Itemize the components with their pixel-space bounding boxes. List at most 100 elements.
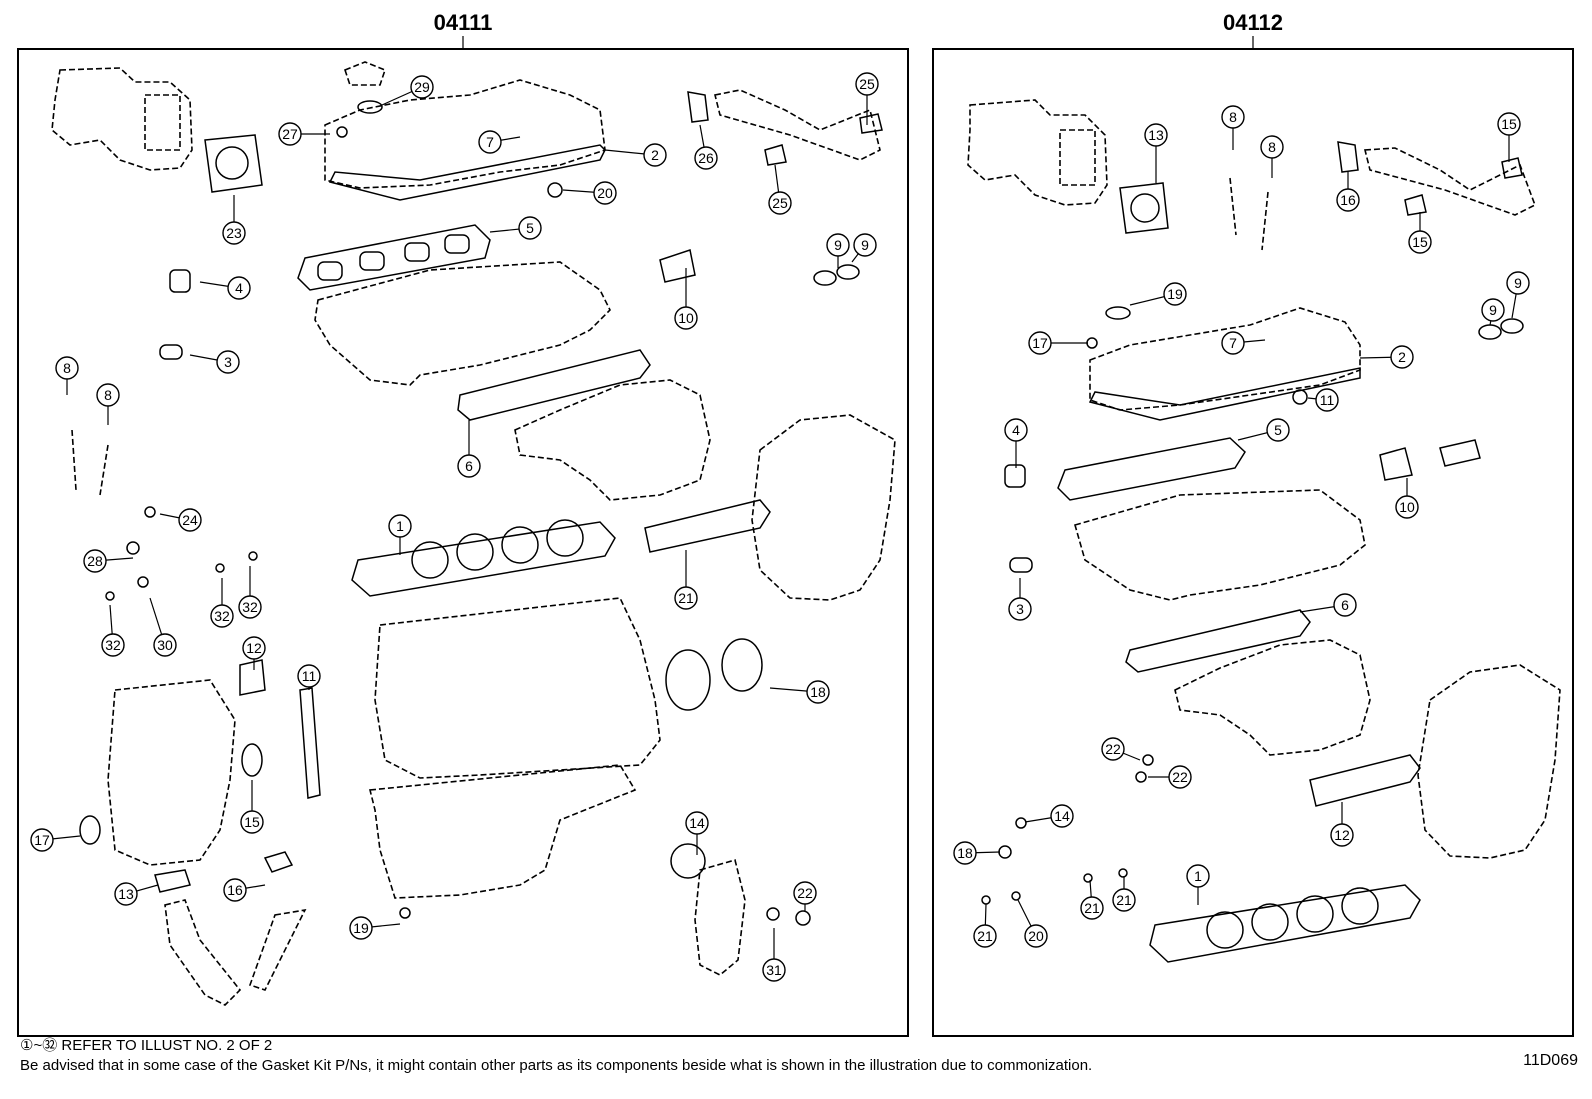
- callout-circle: [1050, 804, 1074, 828]
- callout-number: 3: [224, 354, 232, 370]
- callout-number: 25: [859, 76, 875, 92]
- callout-32: 32: [101, 604, 125, 657]
- callout-number: 9: [1489, 302, 1497, 318]
- callout-number: 7: [1229, 335, 1237, 351]
- callout-number: 21: [1084, 900, 1100, 916]
- callout-21: 21: [1080, 879, 1104, 920]
- callout-circle: [1315, 388, 1339, 412]
- callout-number: 2: [651, 147, 659, 163]
- callout-number: 14: [1054, 808, 1070, 824]
- callout-circle: [1144, 123, 1168, 147]
- callout-22: 22: [1101, 737, 1141, 761]
- callout-number: 15: [1501, 116, 1517, 132]
- callout-circle: [973, 924, 997, 948]
- callout-5: 5: [1237, 418, 1290, 442]
- callout-circle: [1395, 495, 1419, 519]
- callout-number: 15: [244, 814, 260, 830]
- callout-3: 3: [1008, 578, 1032, 621]
- callout-circle: [1408, 230, 1432, 254]
- callout-circle: [674, 586, 698, 610]
- callout-21: 21: [973, 903, 997, 948]
- footer-notice: Be advised that in some case of the Gask…: [20, 1057, 1093, 1074]
- callout-number: 16: [1340, 192, 1356, 208]
- callout-number: 9: [1514, 275, 1522, 291]
- callout-number: 13: [1148, 127, 1164, 143]
- panel-frame-right: [932, 48, 1574, 1037]
- callout-8: 8: [96, 383, 120, 425]
- callout-15: 15: [240, 780, 264, 834]
- callout-circle: [1266, 418, 1290, 442]
- callout-circle: [30, 828, 54, 852]
- callout-28: 28: [83, 549, 134, 573]
- callout-circle: [685, 811, 709, 835]
- callout-circle: [1390, 345, 1414, 369]
- callout-circle: [1186, 864, 1210, 888]
- callout-32: 32: [238, 566, 262, 619]
- callout-16: 16: [223, 878, 266, 902]
- callout-circle: [643, 143, 667, 167]
- callout-number: 21: [977, 928, 993, 944]
- callout-number: 15: [1412, 234, 1428, 250]
- callout-number: 6: [465, 458, 473, 474]
- callout-7: 7: [478, 130, 521, 154]
- callout-number: 10: [678, 310, 694, 326]
- callout-number: 21: [1116, 892, 1132, 908]
- callout-number: 11: [302, 668, 317, 684]
- callout-19: 19: [1129, 282, 1187, 306]
- callout-number: 11: [1320, 392, 1335, 408]
- callout-number: 9: [861, 237, 869, 253]
- callout-number: 14: [689, 815, 705, 831]
- callout-17: 17: [30, 828, 81, 852]
- callout-circle: [1080, 896, 1104, 920]
- callout-circle: [1481, 298, 1505, 322]
- callout-8: 8: [1221, 105, 1245, 150]
- callout-9: 9: [826, 233, 850, 268]
- callout-circle: [1028, 331, 1052, 355]
- callout-30: 30: [149, 597, 177, 657]
- callout-6: 6: [457, 420, 481, 478]
- callout-circle: [55, 356, 79, 380]
- part-drawings-right: [967, 99, 1561, 963]
- callout-number: 1: [1194, 868, 1202, 884]
- callout-number: 26: [698, 150, 714, 166]
- callout-number: 5: [1274, 422, 1282, 438]
- callout-circle: [410, 75, 434, 99]
- callout-circle: [762, 958, 786, 982]
- callout-number: 22: [1172, 769, 1188, 785]
- callout-circle: [855, 72, 879, 96]
- callout-15: 15: [1497, 112, 1521, 162]
- callout-17: 17: [1028, 331, 1088, 355]
- callout-number: 20: [597, 185, 613, 201]
- callout-1: 1: [1186, 864, 1210, 905]
- footer-refer-note: ①~㉜ REFER TO ILLUST NO. 2 OF 2: [20, 1037, 273, 1054]
- callout-4: 4: [1004, 418, 1028, 468]
- callout-circle: [278, 122, 302, 146]
- callout-number: 16: [227, 882, 243, 898]
- callout-circle: [101, 633, 125, 657]
- callout-number: 4: [235, 280, 243, 296]
- callout-number: 12: [246, 640, 262, 656]
- callout-circle: [674, 306, 698, 330]
- callout-18: 18: [953, 841, 1001, 865]
- callout-6: 6: [1299, 593, 1357, 617]
- callout-circle: [1004, 418, 1028, 442]
- callout-number: 25: [772, 195, 788, 211]
- callout-circle: [153, 633, 177, 657]
- callout-circle: [210, 604, 234, 628]
- callout-circle: [240, 810, 264, 834]
- callout-circle: [1336, 188, 1360, 212]
- callout-circle: [478, 130, 502, 154]
- callout-11: 11: [1307, 388, 1339, 412]
- callout-14: 14: [685, 811, 709, 855]
- callout-9: 9: [1506, 271, 1530, 319]
- callout-number: 29: [414, 79, 430, 95]
- callout-9: 9: [851, 233, 877, 263]
- callout-number: 7: [486, 134, 494, 150]
- kit-code-label: 04111: [434, 10, 493, 35]
- callout-10: 10: [1395, 478, 1419, 519]
- callout-25: 25: [855, 72, 879, 125]
- callout-circle: [1163, 282, 1187, 306]
- kit-code-label: 04112: [1223, 10, 1283, 35]
- callout-circle: [1112, 888, 1136, 912]
- callout-circle: [242, 636, 266, 660]
